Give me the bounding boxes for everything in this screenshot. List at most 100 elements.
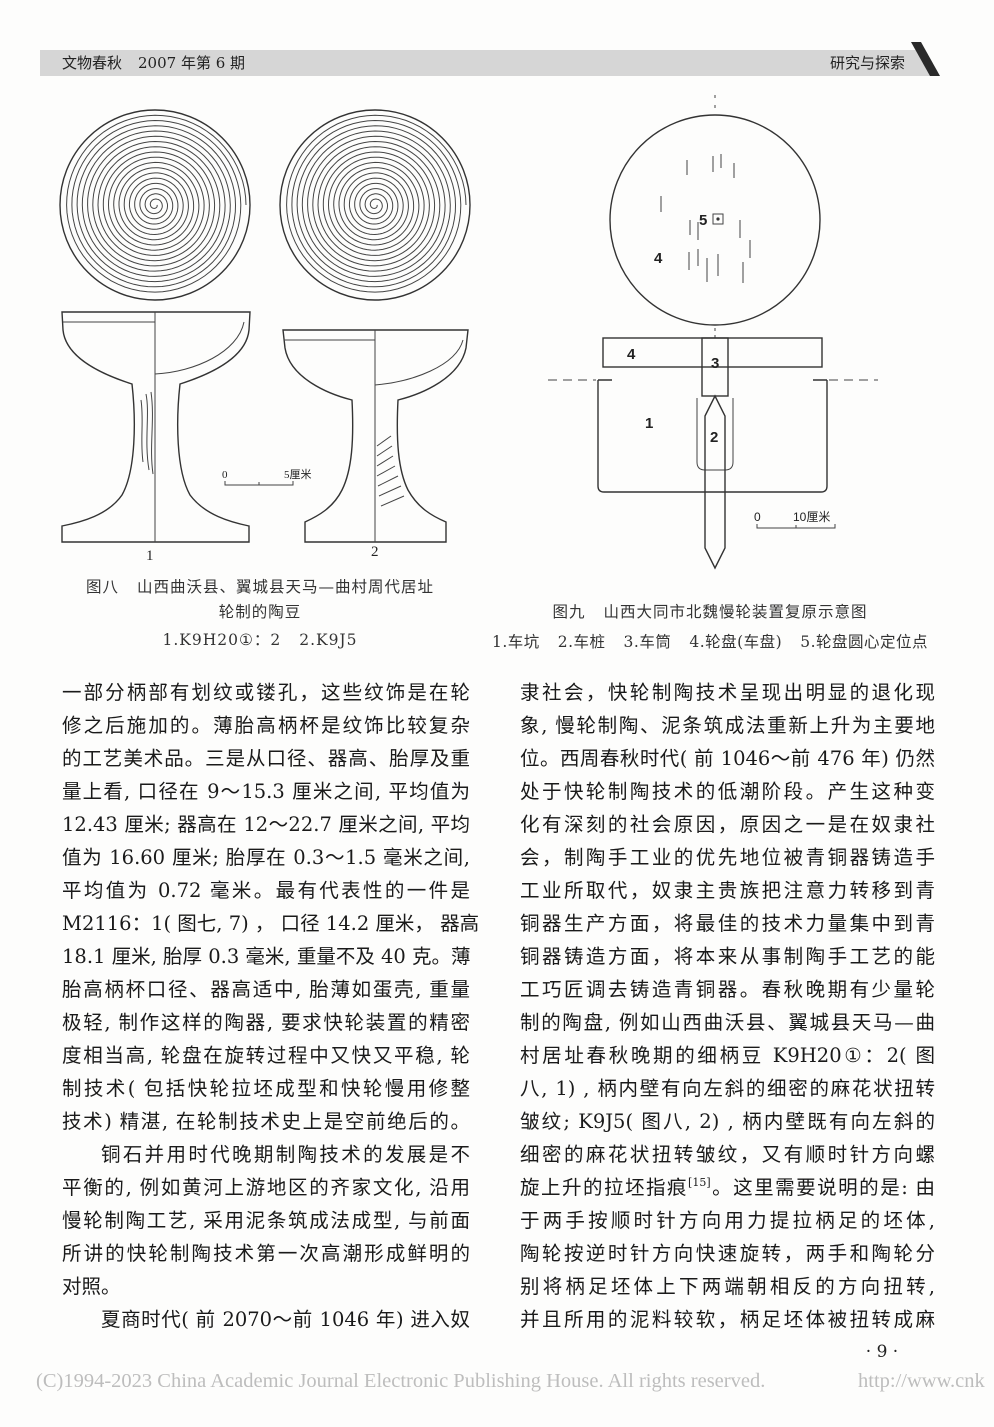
label-4-plate: 4 — [627, 346, 636, 363]
body-line: 细密的麻花状扭转皱纹，又有顺时针方向螺 — [520, 1143, 935, 1166]
body-line: 制的陶盘, 例如山西曲沃县、翼城县天马—曲 — [520, 1011, 935, 1034]
body-line: 铜石并用时代晚期制陶技术的发展是不 — [101, 1143, 470, 1166]
figure-8-caption-items: 1.K9H20①：2 2.K9J5 — [55, 628, 465, 652]
label-1: 1 — [645, 415, 653, 432]
body-line: 平均值为 0.72 毫米。最有代表性的一件是 — [62, 879, 470, 902]
body-line: 12.43 厘米; 器高在 12～22.7 厘米之间, 平均 — [62, 813, 470, 836]
scale-start: 0 — [222, 469, 228, 481]
body-line: 村居址春秋晚期的细柄豆 K9H20①：2( 图 — [520, 1044, 935, 1067]
footer-url: http://www.cnk — [858, 1370, 985, 1392]
figure-8-drawing: 1 2 0 5厘米 — [59, 109, 471, 564]
body-line: 象, 慢轮制陶、泥条筑成法重新上升为主要地 — [520, 714, 935, 737]
body-line: 慢轮制陶工艺, 采用泥条筑成法成型, 与前面 — [62, 1209, 470, 1232]
figure-8-title: 山西曲沃县、翼城县天马—曲村周代居址 — [137, 578, 435, 596]
center-locator-dot — [716, 217, 720, 221]
journal-name: 文物春秋 — [62, 54, 123, 72]
body-line: 极轻, 制作这样的陶器, 要求快轮装置的精密 — [62, 1011, 470, 1034]
body-line: 制技术( 包括快轮拉坯成型和快轮慢用修整 — [62, 1077, 470, 1100]
legend-item: 4.轮盘(车盘) — [689, 633, 783, 651]
stake-recess — [696, 398, 734, 471]
center-locator-square — [712, 213, 724, 225]
body-line: 值为 16.60 厘米; 胎厚在 0.3～1.5 毫米之间, — [62, 846, 470, 869]
body-line: 修之后施加的。薄胎高柄杯是纹饰比较复杂 — [62, 714, 470, 737]
body-text: 旋上升的拉坯指痕 — [520, 1176, 689, 1199]
wheel-plate-tool-marks — [660, 154, 751, 283]
body-line: 18.1 厘米, 胎厚 0.3 毫米, 重量不及 40 克。薄 — [62, 945, 471, 968]
scale-line — [224, 481, 294, 486]
legend-item: 5.轮盘圆心定位点 — [800, 633, 929, 651]
dou-1-profile — [61, 311, 251, 543]
legend-item: 3.车筒 — [623, 633, 672, 651]
body-column-right: 隶社会，快轮制陶技术呈现出明显的退化现象, 慢轮制陶、泥条筑成法重新上升为主要地… — [520, 676, 935, 1336]
scale-end: 5厘米 — [284, 468, 312, 481]
figure-8-item: 1.K9H20①：2 — [162, 631, 282, 649]
journal-issue: 2007 年第 6 期 — [138, 54, 246, 72]
body-line: 会，制陶手工业的优先地位被青铜器铸造手 — [520, 846, 935, 869]
figure-9-label: 图九 — [552, 603, 586, 621]
body-text: 。这里需要说明的是: 由 — [710, 1176, 935, 1199]
body-line: 于两手按顺时针方向用力提拉柄足的坯体, — [520, 1209, 935, 1232]
body-line: 一部分柄部有划纹或镂孔，这些纹饰是在轮 — [62, 681, 470, 704]
body-line: 旋上升的拉坯指痕[15]。这里需要说明的是: 由 — [520, 1171, 935, 1204]
body-line: 技术) 精湛, 在轮制技术史上是空前绝后的。 — [62, 1110, 470, 1133]
body-line: 皱纹; K9J5( 图八, 2) , 柄内壁既有向左斜的 — [520, 1110, 935, 1133]
dou-2-bowl-interior — [374, 339, 464, 386]
body-line: 对照。 — [62, 1275, 121, 1298]
pit — [597, 379, 828, 493]
body-line: 并且所用的泥料较软，柄足坯体被扭转成麻 — [520, 1308, 935, 1331]
figure-9-title: 山西大同市北魏慢轮装置复原示意图 — [603, 603, 868, 621]
body-line: 夏商时代( 前 2070～前 1046 年) 进入奴 — [101, 1308, 470, 1331]
dou-2-stem-twist-marks — [376, 435, 405, 507]
legend-item: 2.车桩 — [557, 633, 606, 651]
dou-1-spiral-marks — [66, 114, 247, 293]
dou-1-bowl-interior — [154, 321, 245, 375]
body-line: 别将柄足坯体上下两端朝相反的方向扭转, — [520, 1275, 935, 1298]
body-line: 平衡的, 例如黄河上游地区的齐家文化, 沿用 — [62, 1176, 470, 1199]
header-bar — [40, 42, 940, 76]
footer-copyright: (C)1994-2023 China Academic Journal Elec… — [36, 1370, 766, 1392]
figure-9-caption-line-1: 图九山西大同市北魏慢轮装置复原示意图 — [480, 600, 940, 624]
body-line: 位。西周春秋时代( 前 1046～前 476 年) 仍然 — [520, 747, 935, 770]
page-number: · 9 · — [865, 1342, 899, 1362]
figure-8-item: 2.K9J5 — [299, 631, 358, 649]
body-line: 工巧匠调去铸造青铜器。春秋晚期有少量轮 — [520, 978, 935, 1001]
figure-8-caption-line-1: 图八山西曲沃县、翼城县天马—曲村周代居址 — [55, 575, 465, 599]
dou-1: 1 — [59, 109, 251, 564]
scale-start: 0 — [754, 510, 761, 524]
dou-2-top-view-rim — [279, 109, 471, 301]
wheel-plate-top-view — [609, 114, 821, 326]
body-line: 八, 1) , 柄内壁有向左斜的细密的麻花状扭转 — [520, 1077, 935, 1100]
figure-9-drawing: 5 4 1 4 3 2 0 10厘米 — [548, 95, 878, 570]
body-column-left: 一部分柄部有划纹或镂孔，这些纹饰是在轮修之后施加的。薄胎高柄杯是纹饰比较复杂的工… — [62, 676, 479, 1336]
scale-end: 10厘米 — [793, 510, 830, 524]
dou-2-profile — [282, 329, 469, 543]
body-line: 铜器生产方面，将最佳的技术力量集中到青 — [520, 912, 935, 935]
running-header-journal: 文物春秋 2007 年第 6 期 — [62, 52, 245, 74]
stake — [704, 394, 726, 570]
body-line: 化有深刻的社会原因，原因之一是在奴隶社 — [520, 813, 935, 836]
figure-9-scale-bar: 0 10厘米 — [754, 510, 836, 529]
figure-8-label: 图八 — [85, 578, 119, 596]
label-2: 2 — [710, 429, 718, 446]
body-line: 胎高柄杯口径、器高适中, 胎薄如蛋壳, 重量 — [62, 978, 470, 1001]
dou-2: 2 — [279, 109, 471, 560]
header-corner-mark — [911, 42, 940, 76]
reference-marker: [15] — [688, 1176, 711, 1189]
header-bar-fill — [40, 50, 936, 76]
dou-1-number: 1 — [146, 548, 154, 564]
body-line: 陶轮按逆时针方向快速旋转，两手和陶轮分 — [520, 1242, 935, 1265]
figure-8-caption-line-2: 轮制的陶豆 — [218, 603, 302, 621]
label-5: 5 — [699, 212, 707, 229]
dou-2-spiral-marks — [286, 114, 467, 293]
running-header-section: 研究与探索 — [830, 54, 906, 72]
body-line: 铜器铸造方面，将本来从事制陶手工艺的能 — [520, 945, 935, 968]
body-line: 隶社会，快轮制陶技术呈现出明显的退化现 — [520, 681, 935, 704]
dou-1-stem-twist-marks — [140, 391, 154, 475]
body-line: 量上看, 口径在 9～15.3 厘米之间, 平均值为 — [62, 780, 470, 803]
body-line: 工业所取代，奴隶主贵族把注意力转移到青 — [520, 879, 935, 902]
dou-1-top-view-rim — [59, 109, 251, 301]
body-line: 度相当高, 轮盘在旋转过程中又快又平稳, 轮 — [62, 1044, 470, 1067]
body-line: 处于快轮制陶技术的低潮阶段。产生这种变 — [520, 780, 935, 803]
